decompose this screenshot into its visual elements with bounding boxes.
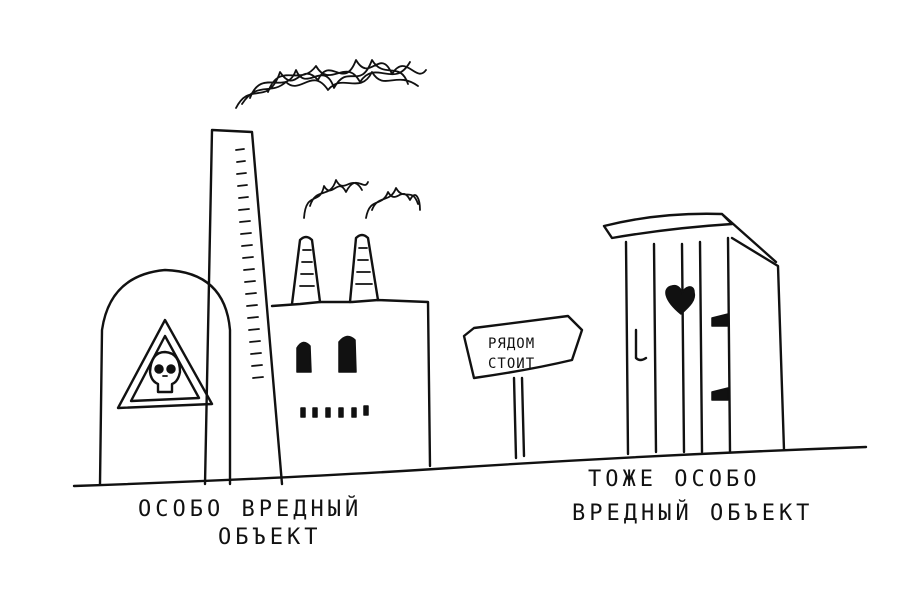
sign-board: [462, 314, 584, 380]
outhouse-planks: [652, 240, 704, 454]
factory-window-right: [338, 335, 357, 373]
small-chimney-right: [348, 233, 380, 304]
hinge-top: [711, 313, 729, 327]
caption-left-line-2: ОБЪЕКТ: [218, 525, 321, 550]
sign-pole: [512, 376, 526, 460]
caption-right-line-2: ВРЕДНЫЙ ОБЪЕКТ: [572, 500, 813, 526]
chimney-rungs: [235, 148, 264, 379]
ground-line: [72, 445, 868, 488]
factory: [98, 59, 432, 486]
factory-dome: [98, 268, 232, 486]
skull-warning-icon: [116, 318, 214, 410]
factory-slits: [300, 405, 369, 418]
heart-icon: [665, 284, 696, 315]
caption-right: ТОЖЕ ОСОБО ВРЕДНЫЙ ОБЪЕКТ: [572, 467, 813, 526]
outhouse-front: [624, 236, 732, 456]
caption-right-line-1: ТОЖЕ ОСОБО: [588, 467, 760, 492]
factory-block: [270, 298, 432, 468]
outhouse-roof: [602, 212, 778, 264]
direction-sign[interactable]: РЯДОМ СТОИТ: [462, 314, 584, 460]
factory-tall-chimney: [203, 128, 284, 486]
sign-line-2: СТОИТ: [488, 356, 535, 372]
hinge-bottom: [711, 387, 729, 401]
factory-smoke: [235, 59, 427, 219]
small-chimney-left: [290, 235, 322, 306]
sign-line-1: РЯДОМ: [488, 336, 535, 352]
outhouse-handle: [634, 328, 648, 362]
caption-left: ОСОБО ВРЕДНЫЙ ОБЪЕКТ: [138, 496, 362, 550]
factory-window-left: [296, 341, 312, 373]
outhouse-side: [730, 236, 786, 452]
caption-left-line-1: ОСОБО ВРЕДНЫЙ: [138, 496, 362, 522]
outhouse: [602, 212, 786, 456]
